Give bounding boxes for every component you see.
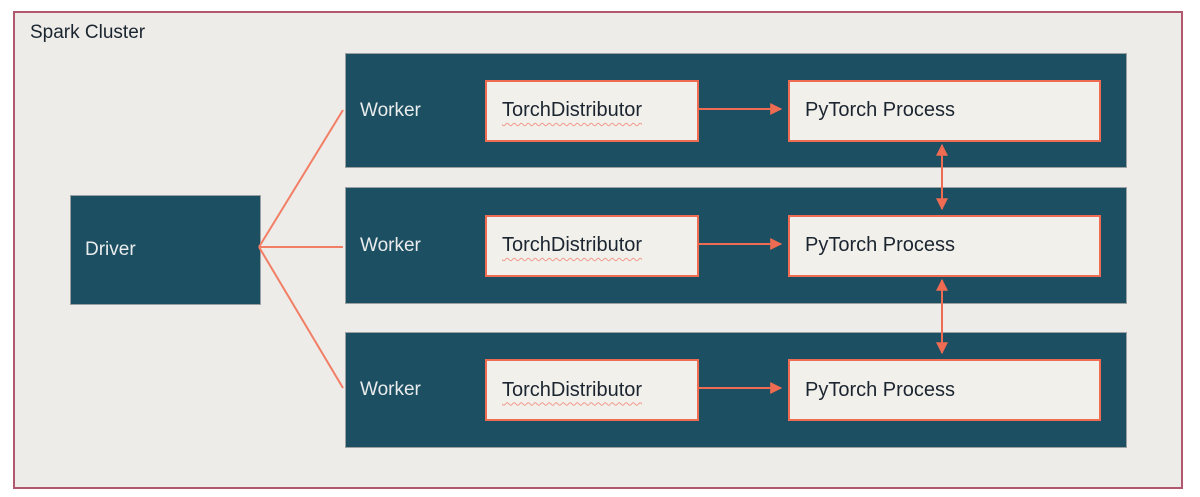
worker-row-3: Worker TorchDistributor PyTorch Process <box>345 332 1127 448</box>
torch-distributor-box-1: TorchDistributor <box>485 79 699 142</box>
pytorch-process-box-2: PyTorch Process <box>788 214 1101 277</box>
torch-distributor-3-label: TorchDistributor <box>502 378 643 401</box>
worker-1-label: Worker <box>360 99 421 121</box>
torch-distributor-1-label: TorchDistributor <box>502 99 643 121</box>
worker-row-1: Worker TorchDistributor PyTorch Process <box>345 53 1127 168</box>
pytorch-process-1-label: PyTorch Process <box>805 99 956 121</box>
torch-distributor-box-2: TorchDistributor <box>485 214 699 277</box>
driver-label: Driver <box>85 239 136 260</box>
torch-distributor-2-label: TorchDistributor <box>502 234 643 256</box>
pytorch-process-box-3: PyTorch Process <box>788 359 1101 421</box>
worker-row-2: Worker TorchDistributor PyTorch Process <box>345 187 1127 304</box>
cluster-title: Spark Cluster <box>30 22 146 43</box>
worker-3-label: Worker <box>360 379 421 400</box>
spark-cluster-container: Spark Cluster Driver Worker TorchDistrib… <box>13 11 1183 489</box>
pytorch-process-3-label: PyTorch Process <box>805 378 956 401</box>
driver-node: Driver <box>70 195 261 305</box>
pytorch-process-box-1: PyTorch Process <box>788 79 1101 142</box>
torch-distributor-box-3: TorchDistributor <box>485 359 699 421</box>
worker-2-label: Worker <box>360 234 421 256</box>
pytorch-process-2-label: PyTorch Process <box>805 234 956 256</box>
